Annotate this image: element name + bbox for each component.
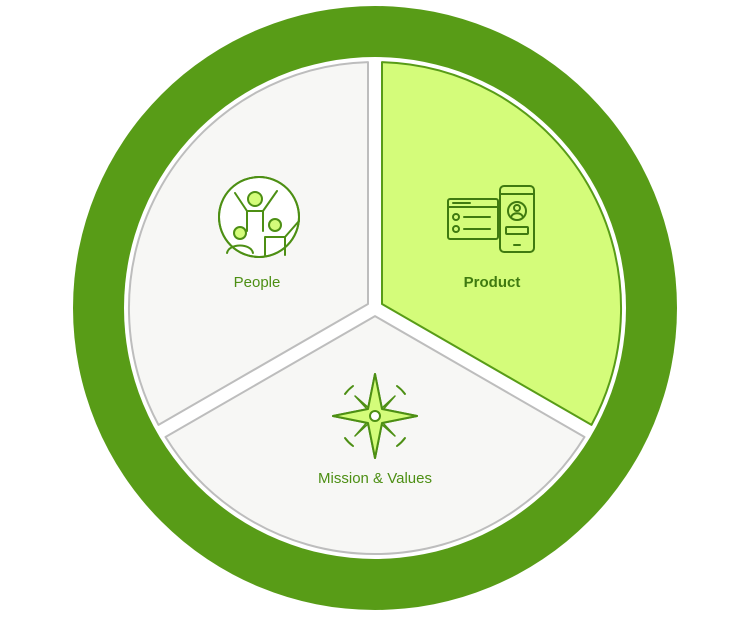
segment-mission-label: Mission & Values — [318, 470, 432, 487]
compass-star-icon — [332, 373, 418, 459]
segment-product-label: Product — [464, 274, 521, 291]
segment-people-label: People — [234, 274, 281, 291]
product-device-icon — [447, 185, 535, 253]
people-icon — [218, 176, 300, 258]
